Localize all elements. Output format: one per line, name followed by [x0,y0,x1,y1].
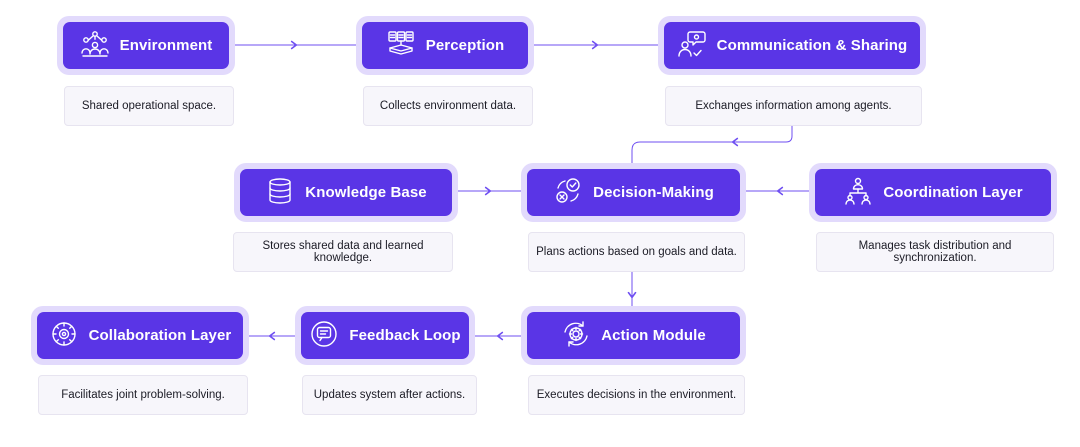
node-knowledge-base[interactable]: Knowledge Base [234,163,458,222]
decision-icon [553,176,583,210]
node-environment[interactable]: Environment [57,16,235,75]
node-label: Perception [425,37,505,54]
node-decision-making[interactable]: Decision-Making [521,163,746,222]
hierarchy-icon [843,176,873,210]
cog-network-icon [49,319,79,353]
network-users-icon [80,29,110,63]
arrow-feedback-collaboration [268,331,276,341]
desc-knowledge-base: Stores shared data and learned knowledge… [233,232,453,272]
node-coordination-layer[interactable]: Coordination Layer [809,163,1057,222]
desc-action-module: Executes decisions in the environment. [528,375,745,415]
gear-cycle-icon [561,319,591,353]
desc-decision-making: Plans actions based on goals and data. [528,232,745,272]
arrow-decision-action [627,291,637,299]
node-label: Feedback Loop [349,327,461,344]
desc-feedback-loop: Updates system after actions. [302,375,477,415]
node-action-module[interactable]: Action Module [521,306,746,365]
desc-collaboration-layer: Facilitates joint problem-solving. [38,375,248,415]
desc-perception: Collects environment data. [363,86,533,126]
node-label: Action Module [601,327,706,344]
arrow-environment-perception [290,40,298,50]
feedback-chat-icon [309,319,339,353]
arrow-decision-knowledge [484,186,492,196]
arrow-perception-communication [591,40,599,50]
node-communication[interactable]: Communication & Sharing [658,16,926,75]
node-feedback-loop[interactable]: Feedback Loop [295,306,475,365]
arrow-coordination-decision [776,186,784,196]
node-label: Coordination Layer [883,184,1023,201]
node-perception[interactable]: Perception [356,16,534,75]
desc-coordination-layer: Manages task distribution and synchroniz… [816,232,1054,272]
database-icon [265,176,295,210]
desc-communication: Exchanges information among agents. [665,86,922,126]
users-chat-icon [677,29,707,63]
node-label: Collaboration Layer [88,327,232,344]
arrow-action-feedback [496,331,504,341]
node-label: Communication & Sharing [716,37,908,54]
node-collaboration-layer[interactable]: Collaboration Layer [31,306,249,365]
node-label: Knowledge Base [305,184,427,201]
desc-environment: Shared operational space. [64,86,234,126]
node-label: Environment [119,37,213,54]
connector-communication-decision [631,125,793,164]
node-label: Decision-Making [593,184,714,201]
arrow-communication-decision [731,137,739,147]
data-layers-icon [386,29,416,63]
